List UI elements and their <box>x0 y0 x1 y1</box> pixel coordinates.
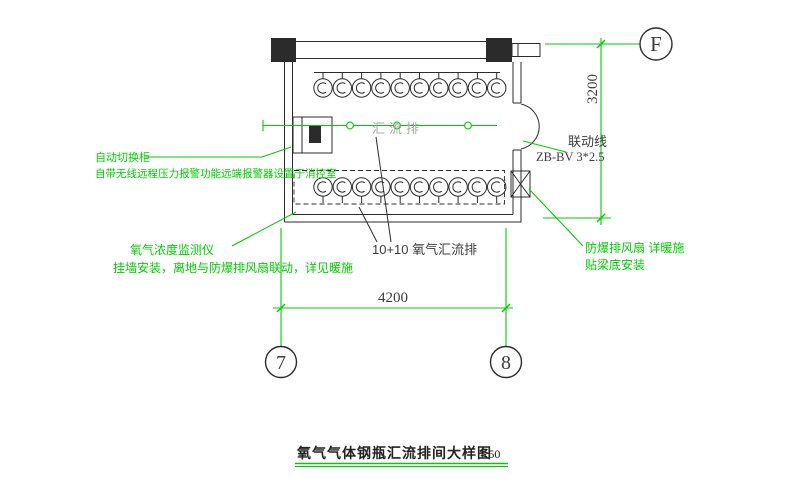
fan-label: 防爆排风扇 详暖施 <box>585 240 684 255</box>
door-swing <box>520 103 540 150</box>
grid-marker-7: 7 <box>264 345 298 379</box>
scale-label: 1:50 <box>479 447 500 461</box>
oxygen-pipe-line <box>262 120 497 131</box>
o2-monitor-note: 挂墙安装，离地与防爆排风扇联动，详见暖施 <box>113 260 353 275</box>
dimension-3200 <box>543 38 640 225</box>
cylinder-bay-dashed-outline <box>293 170 505 205</box>
leader-lines-dark <box>358 136 392 243</box>
remote-alarm-note: 自带无线远程压力报警功能远端报警器设置于消控室 <box>95 167 337 180</box>
grid-label-7: 7 <box>276 352 286 374</box>
dimension-width-text: 4200 <box>378 290 408 306</box>
pipe-node <box>393 121 401 130</box>
dimension-4200 <box>273 228 513 346</box>
wall-block-right <box>486 38 512 62</box>
grid-marker-8: 8 <box>489 345 523 379</box>
linkage-line-label: 联动线 <box>568 134 607 149</box>
pipe-node <box>346 121 354 130</box>
gas-cylinder-row-top <box>313 72 507 98</box>
dimension-height-text: 3200 <box>585 74 601 104</box>
grid-label-8: 8 <box>501 352 511 374</box>
wall-stub <box>511 43 541 57</box>
fan-note: 贴梁底安装 <box>585 257 645 272</box>
grid-marker-f: F <box>639 27 673 61</box>
gas-cylinder-row-bottom <box>313 177 507 203</box>
manifold-count-label: 10+10 氧气汇流排 <box>372 242 477 257</box>
cable-spec-label: ZB-BV 3*2.5 <box>536 150 605 164</box>
wall-block-left <box>271 38 296 62</box>
annotations: 自动切换柜 自带无线远程压力报警功能远端报警器设置于消控室 氧气浓度监测仪 挂墙… <box>95 74 684 306</box>
auto-switch-cabinet-label: 自动切换柜 <box>95 150 150 164</box>
manifold-watermark: 汇流排 <box>372 121 423 136</box>
grid-label-f: F <box>650 32 662 56</box>
room-walls <box>271 38 541 223</box>
leader-lines-green <box>145 140 584 247</box>
o2-monitor-label: 氧气浓度监测仪 <box>130 242 214 257</box>
title-text: 氧气气体钢瓶汇流排间大样图 <box>296 445 492 461</box>
drawing-title: 氧气气体钢瓶汇流排间大样图 1:50 <box>295 445 508 468</box>
exhaust-fan-symbol <box>510 170 531 198</box>
auto-switch-cabinet-symbol <box>292 116 333 154</box>
pipe-node <box>464 121 472 130</box>
